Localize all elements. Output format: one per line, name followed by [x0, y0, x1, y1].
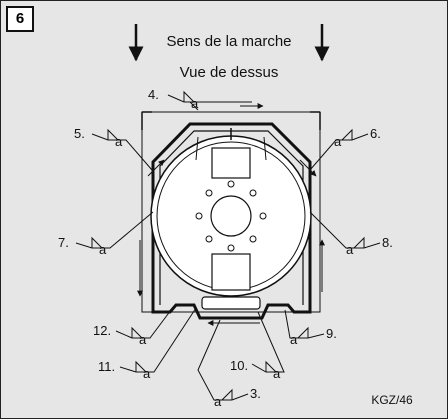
weld-a-3: a: [214, 394, 222, 409]
callout-10: 10.: [230, 358, 248, 373]
title-direction: Sens de la marche: [166, 33, 291, 50]
callout-11: 11.: [98, 359, 115, 374]
bottom-pad: [201, 296, 261, 310]
weld-a-8: a: [346, 242, 354, 257]
weld-a-11: a: [143, 366, 151, 381]
callout-6: 6.: [370, 126, 381, 141]
title-view: Vue de dessus: [180, 64, 279, 81]
weld-a-7: a: [99, 242, 107, 257]
bottom-block: [211, 253, 251, 291]
base-frame: [141, 111, 321, 313]
weld-a-6: a: [334, 134, 342, 149]
callout-4: 4.: [148, 87, 159, 102]
weld-a-5: a: [115, 134, 123, 149]
callout-9: 9.: [326, 326, 337, 341]
hub: [210, 195, 252, 237]
weld-a-4: a: [191, 96, 199, 111]
weld-a-9: a: [290, 332, 298, 347]
callout-3: 3.: [250, 386, 261, 401]
reference-code: KGZ/46: [371, 393, 413, 407]
weld-a-10: a: [273, 366, 281, 381]
callout-12: 12.: [93, 323, 111, 338]
callout-7: 7.: [58, 235, 69, 250]
weld-contour: [151, 122, 312, 320]
callout-8: 8.: [382, 235, 393, 250]
weld-a-12: a: [139, 332, 147, 347]
callout-5: 5.: [74, 126, 85, 141]
top-block: [211, 147, 251, 179]
figure-number: 6: [6, 6, 34, 32]
